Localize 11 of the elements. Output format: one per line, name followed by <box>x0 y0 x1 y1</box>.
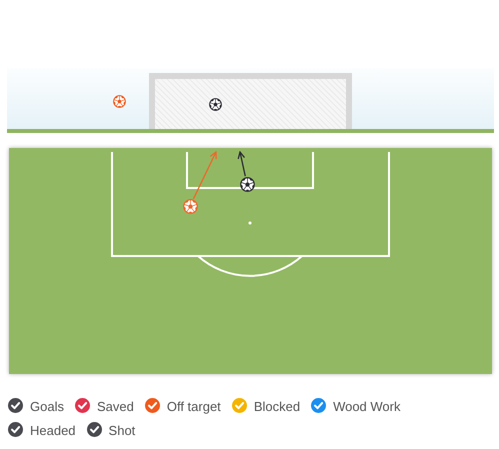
legend-label: Headed <box>30 423 76 439</box>
legend-label: Goals <box>30 399 64 415</box>
legend-label: Saved <box>96 399 134 415</box>
legend-label: Blocked <box>254 399 300 415</box>
legend-label: Shot <box>108 423 136 439</box>
ball-icon <box>182 198 198 214</box>
shot-arrow <box>238 151 246 176</box>
ball-icon <box>240 176 254 192</box>
legend-label: Wood Work <box>333 399 400 415</box>
shot-arrow <box>192 151 217 200</box>
legend-label: Off target <box>166 399 221 415</box>
